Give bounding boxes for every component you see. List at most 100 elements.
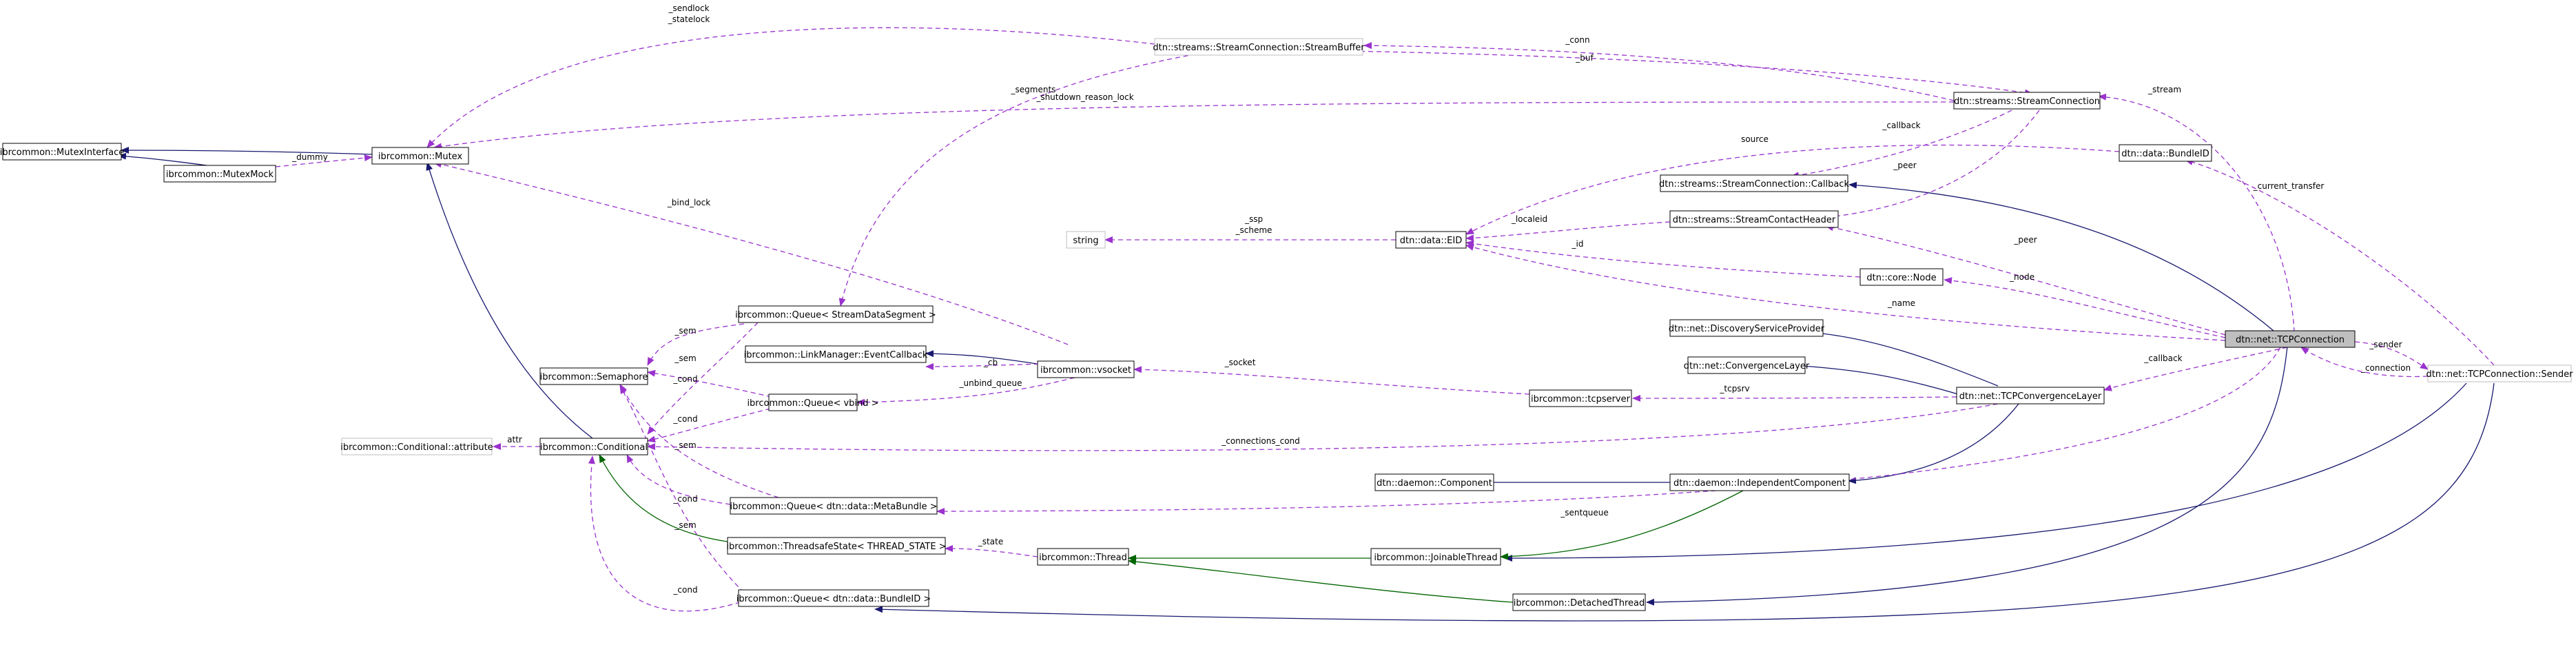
node-mutexmock[interactable]: ibrcommon::MutexMock — [163, 165, 276, 183]
edge-label-socket: _socket — [1224, 358, 1256, 367]
svg-text:dtn::net::ConvergenceLayer: dtn::net::ConvergenceLayer — [1684, 361, 1810, 371]
node-contactheader[interactable]: dtn::streams::StreamContactHeader — [1669, 210, 1839, 228]
edge-queue-metabundle-sem-semaphore — [619, 384, 779, 498]
svg-text:dtn::data::EID: dtn::data::EID — [1400, 236, 1462, 246]
svg-text:ibrcommon::vsocket: ibrcommon::vsocket — [1040, 365, 1131, 376]
edge-queue-bundleid-sem-semaphore — [619, 385, 745, 593]
svg-text:dtn::streams::StreamConnection: dtn::streams::StreamConnection::Callback — [1659, 179, 1849, 190]
svg-text:ibrcommon::Semaphore: ibrcommon::Semaphore — [540, 372, 648, 382]
node-queue-segment[interactable]: ibrcommon::Queue< StreamDataSegment > — [735, 305, 936, 323]
edge-label-tcpsrv: _tcpsrv — [1719, 384, 1749, 393]
edge-label-attr: attr — [507, 435, 522, 444]
edge-streamconnection-conn-streambuffer — [1363, 42, 1955, 101]
svg-text:ibrcommon::Queue< dtn::data::M: ibrcommon::Queue< dtn::data::MetaBundle … — [730, 502, 938, 512]
edge-queue-bundleid-cond-conditional — [588, 455, 749, 612]
edge-queue-vbind-sem-semaphore — [647, 369, 772, 398]
edge-queue-vbind-cond-conditional — [647, 406, 779, 443]
node-string[interactable]: string — [1066, 231, 1106, 249]
svg-text:ibrcommon::ThreadsafeState< TH: ibrcommon::ThreadsafeState< THREAD_STATE… — [726, 542, 946, 552]
edge-indep-inherits-joinable — [1500, 490, 1744, 560]
nodes: ibrcommon::MutexInterface ibrcommon::Mut… — [0, 38, 2574, 611]
node-queue-vbind[interactable]: ibrcommon::Queue< vbind > — [747, 393, 879, 411]
node-bundleid[interactable]: dtn::data::BundleID — [2119, 144, 2212, 162]
node-indep-component[interactable]: dtn::daemon::IndependentComponent — [1669, 473, 1850, 491]
edge-label-stream: _stream — [2147, 85, 2181, 94]
node-vsocket[interactable]: ibrcommon::vsocket — [1037, 360, 1135, 378]
edge-tcpconnection-peer-contactheader — [1825, 224, 2226, 336]
edge-labels: _sendlock _statelock _conn _buf _segment… — [291, 3, 2411, 595]
edge-label-callback2: _callback — [2143, 354, 2182, 363]
svg-text:ibrcommon::Conditional::attrib: ibrcommon::Conditional::attribute — [340, 442, 493, 453]
svg-text:dtn::streams::StreamContactHea: dtn::streams::StreamContactHeader — [1673, 215, 1836, 225]
edge-label-peer: _peer — [1893, 161, 1916, 170]
edge-node-id-eid — [1465, 240, 1861, 278]
node-node[interactable]: dtn::core::Node — [1859, 268, 1944, 286]
node-thread[interactable]: ibrcommon::Thread — [1037, 548, 1129, 566]
edge-vsocket-cb-eventcallback — [925, 362, 1048, 370]
node-eid[interactable]: dtn::data::EID — [1395, 231, 1467, 249]
node-queue-metabundle[interactable]: ibrcommon::Queue< dtn::data::MetaBundle … — [730, 497, 938, 515]
edge-tcpconnection-sentqueue-queue-metabundle — [936, 347, 2281, 515]
edge-bundleid-source-eid — [1465, 144, 2120, 235]
node-detached[interactable]: ibrcommon::DetachedThread — [1512, 593, 1646, 611]
svg-text:ibrcommon::Queue< vbind >: ibrcommon::Queue< vbind > — [747, 398, 878, 409]
node-semaphore[interactable]: ibrcommon::Semaphore — [539, 367, 648, 385]
edge-thread-state-threadsafe — [945, 545, 1038, 557]
edge-sender-inherits-queue-bundleid — [874, 382, 2495, 622]
edge-tcpconvergence-connections-cond-conditional — [647, 403, 1999, 451]
svg-text:ibrcommon::Queue< StreamDataSe: ibrcommon::Queue< StreamDataSegment > — [735, 310, 936, 320]
edge-vsocket-inherits-eventcallback — [925, 350, 1038, 365]
node-tcpserver[interactable]: ibrcommon::tcpserver — [1529, 389, 1632, 407]
edge-tcpconvergence-tcpsrv-tcpserver — [1632, 394, 1957, 402]
edge-streamconnection-callback-callback — [1791, 110, 2012, 179]
node-component[interactable]: dtn::daemon::Component — [1374, 473, 1494, 491]
node-streambuffer[interactable]: dtn::streams::StreamConnection::StreamBu… — [1153, 38, 1365, 56]
edge-label-sem4: _sem — [674, 520, 696, 530]
edge-label-statelock: _statelock — [668, 14, 710, 24]
node-discovery[interactable]: dtn::net::DiscoveryServiceProvider — [1669, 319, 1825, 337]
svg-text:ibrcommon::Thread: ibrcommon::Thread — [1039, 553, 1127, 563]
node-tcpconnection[interactable]: dtn::net::TCPConnection — [2225, 330, 2356, 348]
edge-tcpconvergence-inherits-discovery — [1808, 329, 1999, 387]
edge-queue-metabundle-cond-conditional — [626, 454, 731, 505]
node-streamconnection[interactable]: dtn::streams::StreamConnection — [1953, 92, 2101, 110]
edge-label-name: _name — [1887, 298, 1915, 308]
edge-streamconnection-peer-contactheader — [1822, 110, 2040, 221]
edge-label-source: source — [1741, 134, 1769, 144]
edge-streambuffer-sendlock-mutex — [426, 27, 1155, 148]
edge-label-cond3: _cond — [672, 494, 697, 504]
edge-label-segments: _segments — [1011, 85, 1056, 94]
edge-label-connections-cond: _connections_cond — [1221, 436, 1300, 446]
node-eventcallback[interactable]: ibrcommon::LinkManager::EventCallback — [744, 345, 928, 363]
svg-text:dtn::data::BundleID: dtn::data::BundleID — [2121, 149, 2209, 159]
edge-label-cond2: _cond — [672, 414, 697, 424]
edge-tcpserver-socket-vsocket — [1133, 366, 1530, 395]
edge-streamconnection-shutdown-mutex — [433, 101, 1955, 150]
edge-tcpconvergence-inherits-convergence — [1791, 362, 1959, 395]
node-threadsafe[interactable]: ibrcommon::ThreadsafeState< THREAD_STATE… — [726, 537, 947, 555]
edge-tcpconnection-inherits-callback — [1848, 181, 2274, 331]
edge-tcpconnection-name-eid — [1465, 244, 2226, 341]
node-queue-bundleid[interactable]: ibrcommon::Queue< dtn::data::BundleID > — [736, 589, 931, 607]
edge-label-buf: _buf — [1575, 53, 1594, 63]
node-tcpconvergence[interactable]: dtn::net::TCPConvergenceLayer — [1956, 387, 2105, 405]
node-mutex[interactable]: ibrcommon::Mutex — [371, 147, 469, 165]
edge-label-ssp: _ssp — [1244, 214, 1263, 224]
node-mutexinterface[interactable]: ibrcommon::MutexInterface — [0, 143, 124, 161]
node-convergence[interactable]: dtn::net::ConvergenceLayer — [1684, 356, 1810, 374]
edge-vsocket-unbind-queue-vbind — [856, 377, 1075, 406]
svg-text:string: string — [1073, 236, 1098, 246]
edge-label-scheme: _scheme — [1235, 225, 1272, 235]
svg-text:ibrcommon::Conditional: ibrcommon::Conditional — [540, 442, 648, 453]
edge-streambuffer-segments-queue — [838, 50, 1213, 307]
node-callback[interactable]: dtn::streams::StreamConnection::Callback — [1659, 174, 1849, 192]
node-conditional[interactable]: ibrcommon::Conditional — [539, 438, 648, 455]
edge-label-sendlock: _sendlock — [668, 3, 709, 13]
edge-label-sem: _sem — [674, 326, 696, 336]
svg-text:dtn::streams::StreamConnection: dtn::streams::StreamConnection — [1954, 96, 2100, 107]
node-joinable[interactable]: ibrcommon::JoinableThread — [1370, 548, 1501, 566]
node-sender[interactable]: dtn::net::TCPConnection::Sender — [2426, 365, 2574, 382]
svg-text:ibrcommon::JoinableThread: ibrcommon::JoinableThread — [1374, 553, 1497, 563]
node-cond-attr[interactable]: ibrcommon::Conditional::attribute — [340, 438, 493, 455]
edge-tcpconnection-callback-tcpconvergence — [2103, 347, 2288, 391]
